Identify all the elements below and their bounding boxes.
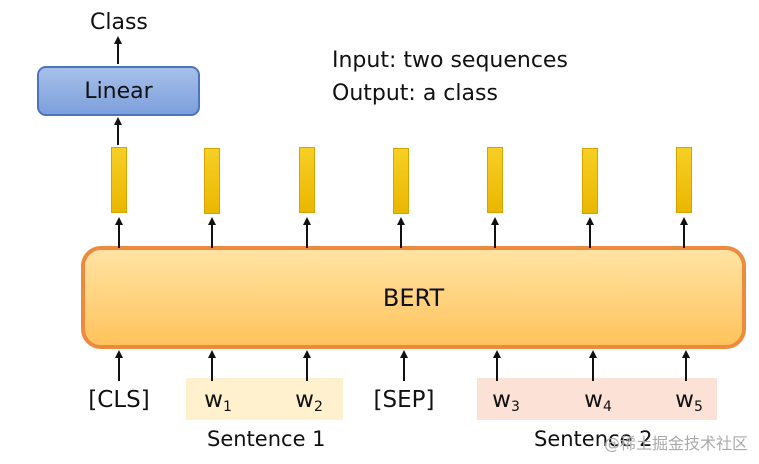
token-w4: w4 [584,387,612,415]
token-cls: [CLS] [88,387,150,413]
token-w3: w3 [492,387,520,415]
output-vector-w1 [204,148,220,214]
token-w5: w5 [675,387,703,415]
token-w2: w2 [295,387,323,415]
bert-model-box: BERT [81,246,746,349]
output-vector-cls [111,147,127,213]
output-vector-w2 [299,147,315,213]
output-vector-w3 [487,147,503,213]
sentence-2-highlight [477,378,717,420]
output-vector-w5 [676,147,692,213]
output-vector-sep [393,148,409,214]
sentence-1-label: Sentence 1 [207,427,326,451]
watermark: @稀土掘金技术社区 [604,434,749,453]
output-description: Output: a class [332,81,498,106]
sentence-1-highlight [186,378,343,420]
token-sep: [SEP] [373,387,435,413]
output-class-label: Class [90,10,148,35]
bert-label: BERT [382,283,445,312]
token-w1: w1 [204,387,232,415]
sentence-2-label: Sentence 2 [534,427,653,451]
linear-layer-label: Linear [84,78,153,104]
output-vector-w4 [582,148,598,214]
linear-layer-box: Linear [37,66,200,116]
input-description: Input: two sequences [332,48,568,73]
